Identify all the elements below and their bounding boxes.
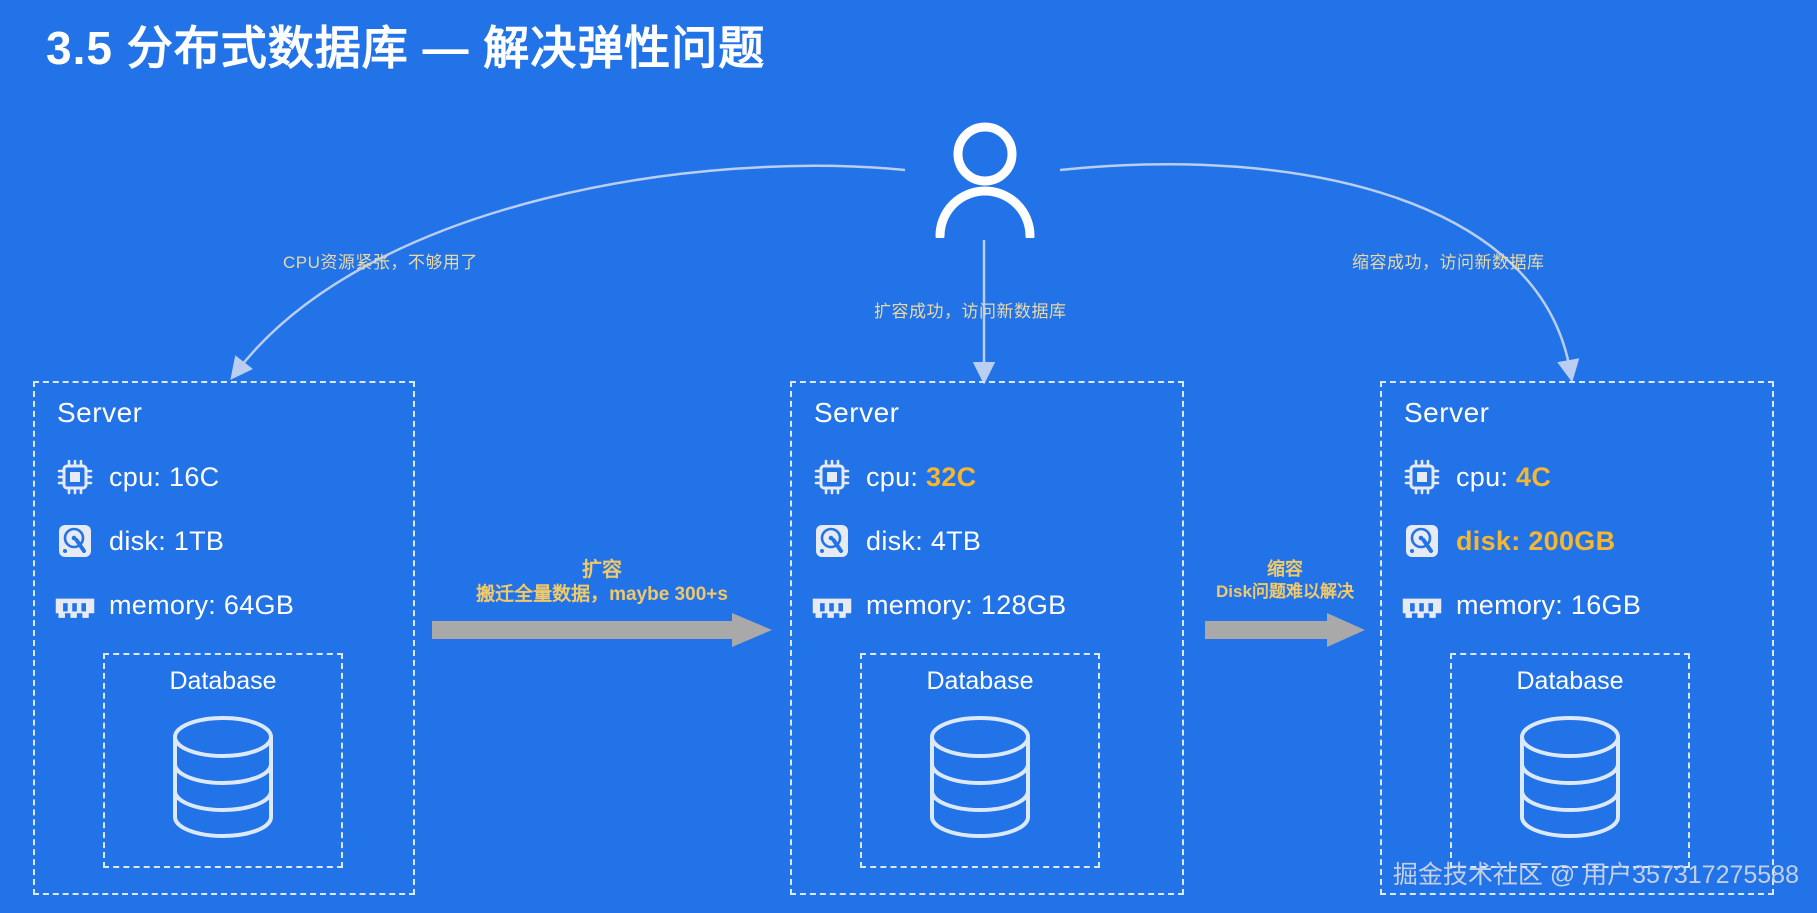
database-box: Database (1450, 653, 1690, 868)
server-title: Server (57, 397, 143, 428)
spec-text-memory: memory: 64GB (109, 589, 295, 620)
watermark: 掘金技术社区 @ 用户357317275588 (1392, 861, 1799, 889)
scale-out-arrow (432, 613, 772, 647)
spec-row-memory: memory: 16GB (1400, 573, 1760, 637)
cpu-icon (810, 455, 854, 499)
user-avatar-icon (926, 118, 1044, 241)
spec-row-cpu: cpu: 16C (53, 445, 401, 509)
server-box-2: Server cpu: 32C (790, 381, 1184, 895)
spec-row-memory: memory: 128GB (810, 573, 1170, 637)
spec-row-disk: disk: 1TB (53, 509, 401, 573)
spec-text-cpu: cpu: 16C (109, 461, 220, 492)
database-cylinder-icon (1508, 713, 1632, 850)
spec-row-cpu: cpu: 32C (810, 445, 1170, 509)
spec-row-disk: disk: 4TB (810, 509, 1170, 573)
spec-text-disk: disk: 1TB (109, 525, 225, 556)
database-box: Database (103, 653, 343, 868)
scale-out-label: 扩容 搬迁全量数据，maybe 300+s (476, 559, 728, 605)
spec-text-cpu: cpu: 4C (1456, 461, 1552, 492)
page-title: 3.5 分布式数据库 — 解决弹性问题 (46, 22, 766, 74)
arc-label-cpu-pressure: CPU资源紧张，不够用了 (283, 253, 478, 272)
server-spec-list: cpu: 16C disk: 1TB (53, 445, 401, 637)
server-title: Server (814, 397, 900, 428)
cpu-icon (1400, 455, 1444, 499)
disk-icon (1400, 519, 1444, 563)
server-box-3: Server cpu: 4C (1380, 381, 1774, 895)
server-spec-list: cpu: 4C disk: 200GB (1400, 445, 1760, 637)
cpu-icon (53, 455, 97, 499)
disk-icon (53, 519, 97, 563)
arc-label-scale-in-success: 缩容成功，访问新数据库 (1352, 253, 1545, 272)
memory-icon (53, 583, 97, 627)
spec-text-disk: disk: 4TB (866, 525, 982, 556)
disk-icon (810, 519, 854, 563)
spec-text-cpu: cpu: 32C (866, 461, 977, 492)
spec-text-memory: memory: 128GB (866, 589, 1067, 620)
database-title: Database (1516, 667, 1624, 695)
memory-icon (810, 583, 854, 627)
scale-in-arrow (1205, 613, 1365, 647)
spec-row-memory: memory: 64GB (53, 573, 401, 637)
server-spec-list: cpu: 32C disk: 4TB (810, 445, 1170, 637)
database-cylinder-icon (918, 713, 1042, 850)
database-cylinder-icon (161, 713, 285, 850)
server-box-1: Server cpu: 16C (33, 381, 415, 895)
server-title: Server (1404, 397, 1490, 428)
arc-label-scale-out-success: 扩容成功，访问新数据库 (874, 302, 1067, 321)
database-title: Database (169, 667, 277, 695)
spec-row-disk: disk: 200GB (1400, 509, 1760, 573)
spec-text-memory: memory: 16GB (1456, 589, 1642, 620)
memory-icon (1400, 583, 1444, 627)
spec-text-disk: disk: 200GB (1456, 525, 1616, 556)
database-title: Database (926, 667, 1034, 695)
spec-row-cpu: cpu: 4C (1400, 445, 1760, 509)
database-box: Database (860, 653, 1100, 868)
scale-in-label: 缩容 Disk问题难以解决 (1216, 559, 1354, 601)
